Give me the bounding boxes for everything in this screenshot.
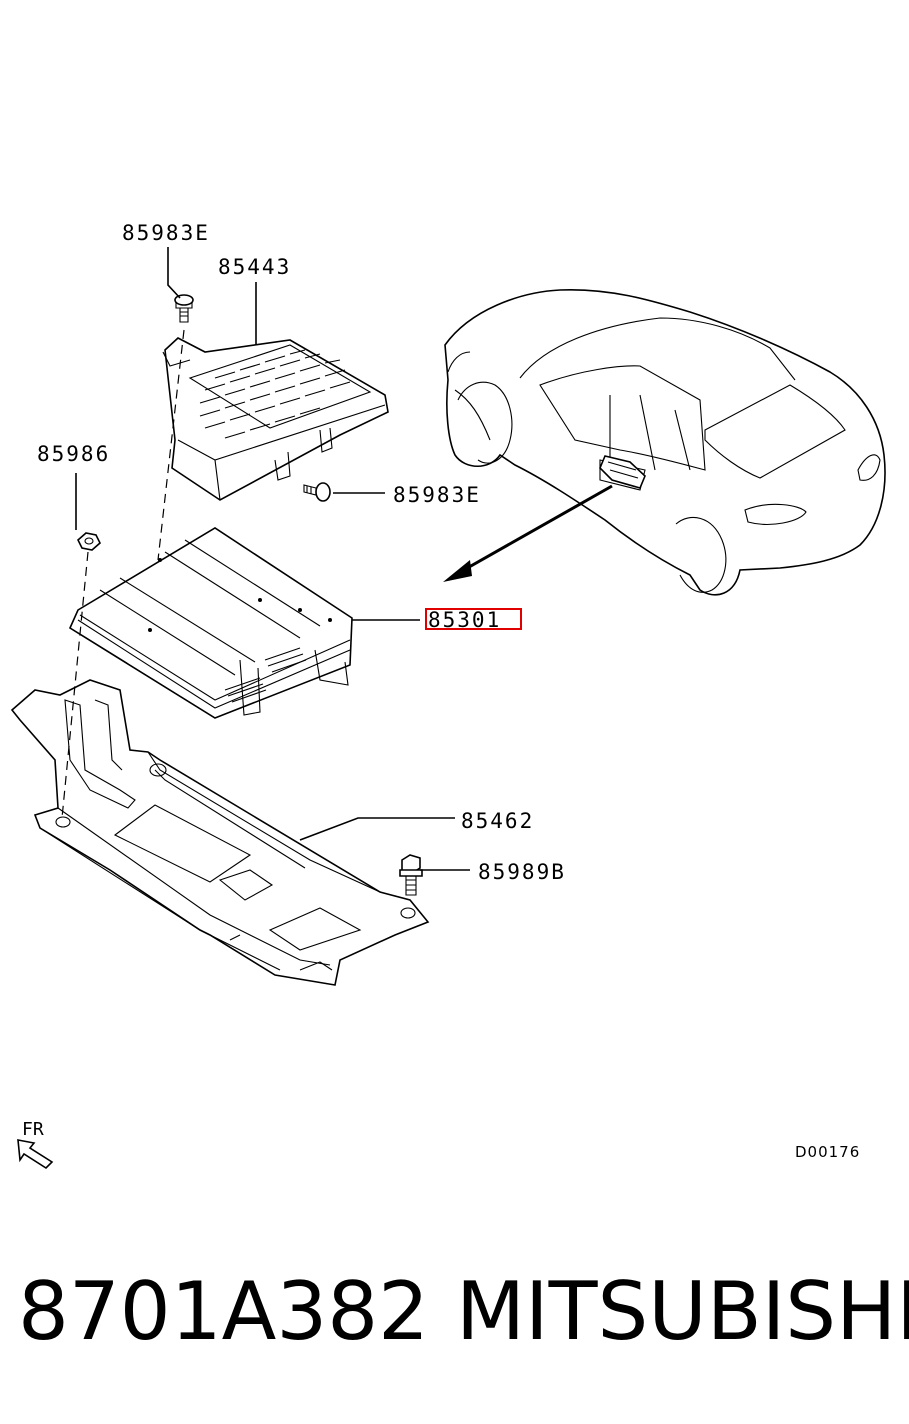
diagram-code: D00176 [795,1143,860,1161]
amplifier-85301 [68,527,353,719]
fr-label: FR [22,1119,44,1140]
mounting-bracket-85462 [10,679,430,986]
highlight-box [425,608,522,630]
callout-85301: 85301 [428,608,501,632]
nut-85986 [77,532,101,551]
vehicle-locator-illustration [443,288,886,596]
vent-slots [199,349,351,439]
bolt-85983e-top [174,294,194,323]
leader-bracket [299,817,455,841]
part-number: 8701A382 [18,1265,430,1358]
footer: 8701A382 MITSUBISHI [0,1262,909,1362]
assembly-line-bolt [157,329,185,561]
bolt-85983e-side [303,482,331,502]
callout-85989b: 85989B [478,860,566,884]
callout-85983e-side: 85983E [393,483,481,507]
leader-bolt-top [167,247,181,299]
callout-85983e-top: 85983E [122,221,210,245]
amplifier-cover-85443 [162,337,389,501]
bolt-85989b [399,854,423,896]
front-orientation-indicator: FR [17,1119,54,1170]
brand-name: MITSUBISHI [456,1265,909,1358]
fr-arrow-icon [17,1139,54,1170]
callout-85443: 85443 [218,255,291,279]
callout-85462: 85462 [461,809,534,833]
callout-85986: 85986 [37,442,110,466]
